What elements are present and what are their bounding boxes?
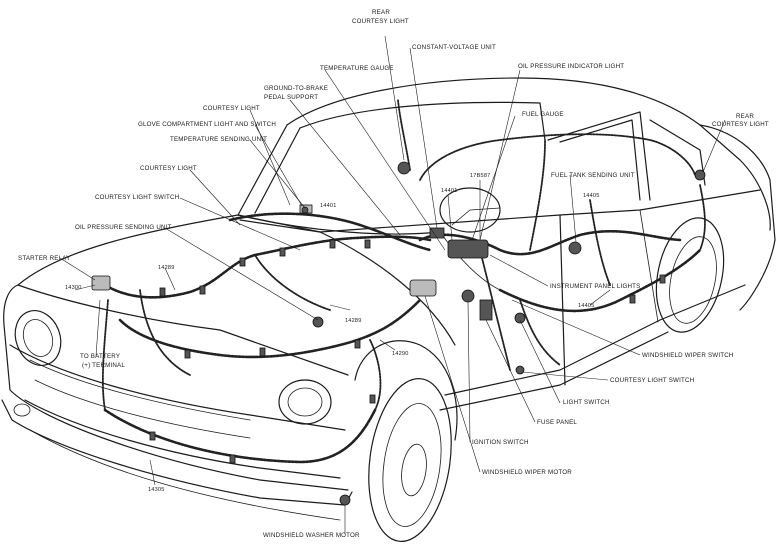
temperature-sending-unit — [301, 206, 309, 214]
harness-14289 — [254, 254, 331, 311]
label-fuel-tank-sending-unit: FUEL TANK SENDING UNIT — [551, 172, 635, 179]
label-rear-courtesy-light-right-2: COURTESY LIGHT — [712, 121, 769, 128]
rear-harness — [498, 248, 702, 313]
part-number-14289-b: 14289 — [345, 318, 362, 324]
label-rear-courtesy-light-right-1: REAR — [736, 113, 754, 120]
part-number-14305: 14305 — [148, 487, 165, 493]
label-instrument-panel-lights: INSTRUMENT PANEL LIGHTS — [550, 283, 640, 290]
part-number-14401-b: 14401 — [441, 188, 458, 194]
rear-courtesy-light-right — [694, 169, 706, 181]
fuse-panel — [479, 299, 493, 321]
label-windshield-wiper-switch: WINDSHIELD WIPER SWITCH — [642, 352, 734, 359]
label-courtesy-light-switch-right: COURTESY LIGHT SWITCH — [610, 377, 694, 384]
label-light-switch: LIGHT SWITCH — [563, 399, 610, 406]
label-rear-courtesy-light-top-2: COURTESY LIGHT — [352, 18, 409, 25]
instrument-cluster — [447, 239, 489, 259]
label-courtesy-light-upper: COURTESY LIGHT — [203, 105, 260, 112]
windshield-washer-motor — [339, 494, 351, 506]
label-fuel-gauge: FUEL GAUGE — [522, 111, 564, 118]
part-number-14300: 14300 — [65, 285, 82, 291]
windshield-wiper-motor — [409, 279, 437, 297]
wiring-harness — [101, 99, 706, 464]
rear-courtesy-wire — [419, 133, 696, 181]
part-number-17b587: 17B587 — [470, 173, 491, 179]
label-rear-courtesy-light-top-1: REAR — [372, 9, 390, 16]
courtesy-light-switch — [515, 365, 525, 375]
oil-pressure-sending-unit — [312, 316, 324, 328]
part-numbers: 14401 14401 17B587 14405 14405 14289 142… — [65, 173, 600, 493]
light-switch — [514, 312, 526, 324]
label-constant-voltage-unit: CONSTANT-VOLTAGE UNIT — [412, 44, 496, 51]
part-number-14405-b: 14405 — [578, 303, 595, 309]
part-number-14405-a: 14405 — [583, 193, 600, 199]
part-number-14290: 14290 — [392, 351, 409, 357]
label-temperature-gauge: TEMPERATURE GAUGE — [320, 65, 394, 72]
label-to-battery-1: TO BATTERY — [80, 353, 120, 360]
label-courtesy-light-left: COURTESY LIGHT — [140, 165, 197, 172]
label-starter-relay: STARTER RELAY — [18, 255, 70, 262]
label-ground-to-brake-2: PEDAL SUPPORT — [264, 94, 318, 101]
connector-clips — [149, 239, 666, 464]
label-courtesy-light-switch-left: COURTESY LIGHT SWITCH — [95, 194, 179, 201]
labels: REAR COURTESY LIGHT CONSTANT-VOLTAGE UNI… — [18, 9, 769, 539]
label-to-battery-2: (+) TERMINAL — [82, 362, 125, 369]
instrument-harness — [418, 229, 682, 256]
part-number-14401-a: 14401 — [320, 203, 337, 209]
front-cross-harness — [103, 408, 377, 464]
ignition-switch — [461, 289, 475, 303]
fuel-tank-sending-unit — [568, 241, 582, 255]
part-number-14289-a: 14289 — [158, 265, 175, 271]
label-glove-compartment: GLOVE COMPARTMENT LIGHT AND SWITCH — [138, 121, 276, 128]
front-harness-lower — [118, 298, 422, 359]
label-windshield-washer-motor: WINDSHIELD WASHER MOTOR — [263, 532, 360, 539]
dash-harness — [228, 212, 432, 252]
leader-lines — [59, 35, 726, 534]
label-ground-to-brake-1: GROUND-TO-BRAKE — [264, 85, 328, 92]
label-ignition-switch: IGNITION SWITCH — [472, 439, 529, 446]
components — [91, 161, 706, 506]
rear-courtesy-light-upper — [397, 161, 411, 175]
starter-relay — [91, 275, 111, 291]
label-windshield-wiper-motor: WINDSHIELD WIPER MOTOR — [482, 469, 572, 476]
label-oil-pressure-sending-unit: OIL PRESSURE SENDING UNIT — [75, 224, 172, 231]
constant-voltage-unit — [429, 227, 445, 239]
label-temperature-sending-unit: TEMPERATURE SENDING UNIT — [170, 136, 267, 143]
label-fuse-panel: FUSE PANEL — [537, 419, 577, 426]
car-body — [1, 77, 776, 542]
label-oil-pressure-indicator-light: OIL PRESSURE INDICATOR LIGHT — [518, 63, 624, 70]
